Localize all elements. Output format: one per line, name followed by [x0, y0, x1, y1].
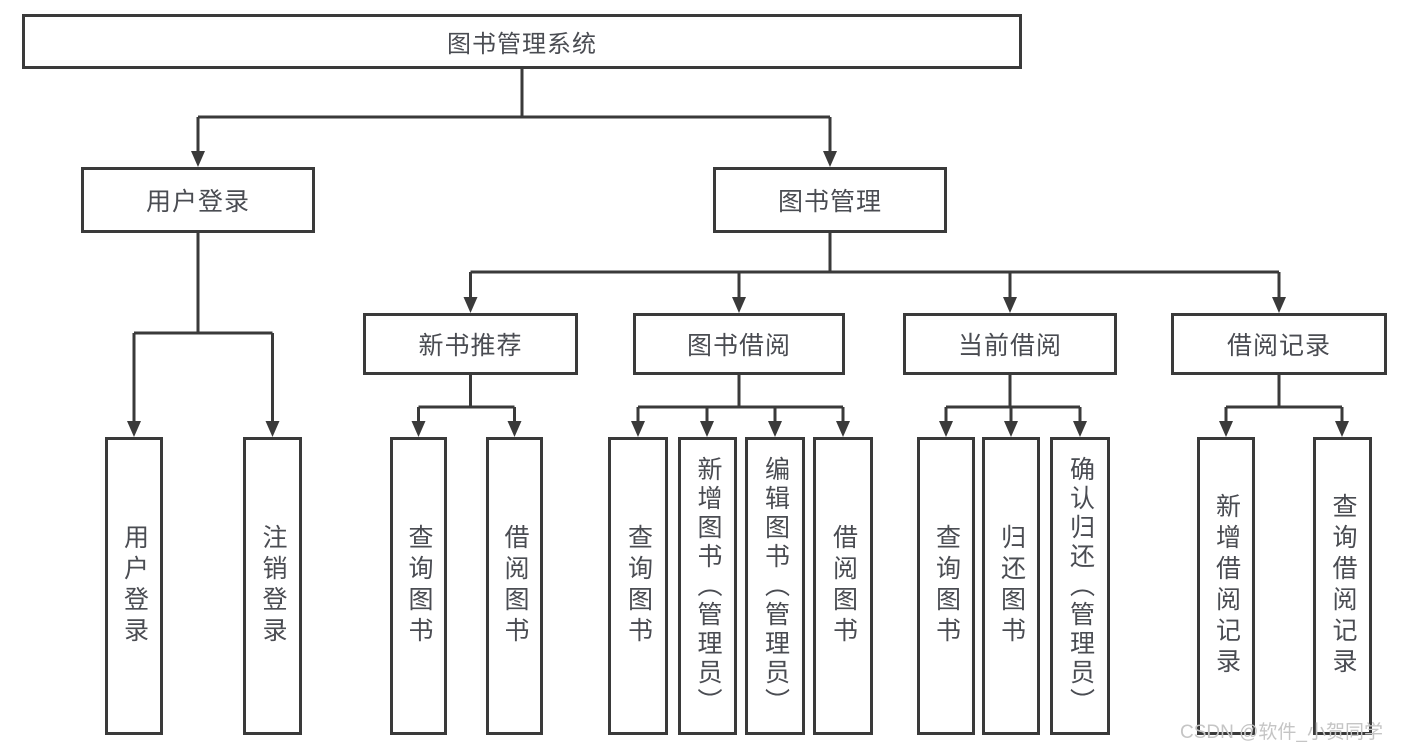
- leaf-return-books: 归还图书: [982, 437, 1040, 735]
- leaf-borrow-books-recommend: 借阅图书: [486, 437, 543, 735]
- leaf-label: 查询图书: [405, 524, 433, 648]
- watermark: CSDN @软件_小贺同学: [1180, 722, 1383, 743]
- leaf-add-books-admin: 新增图书（管理员）: [678, 437, 737, 735]
- connector-mgmt-to-level3: [469, 233, 1281, 299]
- leaf-logout-login: 注销登录: [243, 437, 302, 735]
- connector-records-to-leaves: [1224, 375, 1344, 423]
- leaf-borrow-books-borrow: 借阅图书: [813, 437, 873, 735]
- leaf-user-login: 用户登录: [105, 437, 163, 735]
- connector-userlogin-to-leaves: [132, 233, 274, 423]
- leaf-label: 新增图书（管理员）: [694, 455, 722, 717]
- leaf-label: 确认归还（管理员）: [1066, 455, 1095, 717]
- connector-root-to-level2: [196, 69, 832, 153]
- leaf-label: 查询图书: [932, 524, 961, 648]
- leaf-label: 新增借阅记录: [1212, 493, 1241, 679]
- connector-bookborrow-to-leaves: [636, 375, 845, 423]
- leaf-label: 注销登录: [259, 524, 287, 648]
- node-user-login: 用户登录: [81, 167, 315, 233]
- leaf-query-borrow-record: 查询借阅记录: [1313, 437, 1372, 735]
- node-book-borrowing: 图书借阅: [633, 313, 845, 375]
- node-root: 图书管理系统: [22, 14, 1022, 69]
- leaf-label: 用户登录: [120, 524, 149, 648]
- leaf-label: 借阅图书: [829, 524, 858, 648]
- leaf-query-books-current: 查询图书: [917, 437, 975, 735]
- leaf-confirm-return-admin: 确认归还（管理员）: [1050, 437, 1110, 735]
- node-current-borrowing: 当前借阅: [903, 313, 1117, 375]
- leaf-query-books-borrow: 查询图书: [608, 437, 668, 735]
- connector-newbook-to-leaves: [417, 375, 516, 423]
- leaf-add-borrow-record: 新增借阅记录: [1197, 437, 1255, 735]
- leaf-label: 归还图书: [997, 524, 1026, 648]
- leaf-query-books-recommend: 查询图书: [390, 437, 447, 735]
- node-book-management: 图书管理: [713, 167, 947, 233]
- leaf-label: 查询借阅记录: [1329, 493, 1357, 679]
- leaf-label: 查询图书: [624, 524, 653, 648]
- leaf-label: 借阅图书: [501, 524, 529, 648]
- node-new-book-recommendation: 新书推荐: [363, 313, 578, 375]
- leaf-label: 编辑图书（管理员）: [761, 455, 790, 717]
- node-borrowing-records: 借阅记录: [1171, 313, 1387, 375]
- connector-currentborrow-to-leaves: [944, 375, 1082, 423]
- leaf-edit-books-admin: 编辑图书（管理员）: [745, 437, 805, 735]
